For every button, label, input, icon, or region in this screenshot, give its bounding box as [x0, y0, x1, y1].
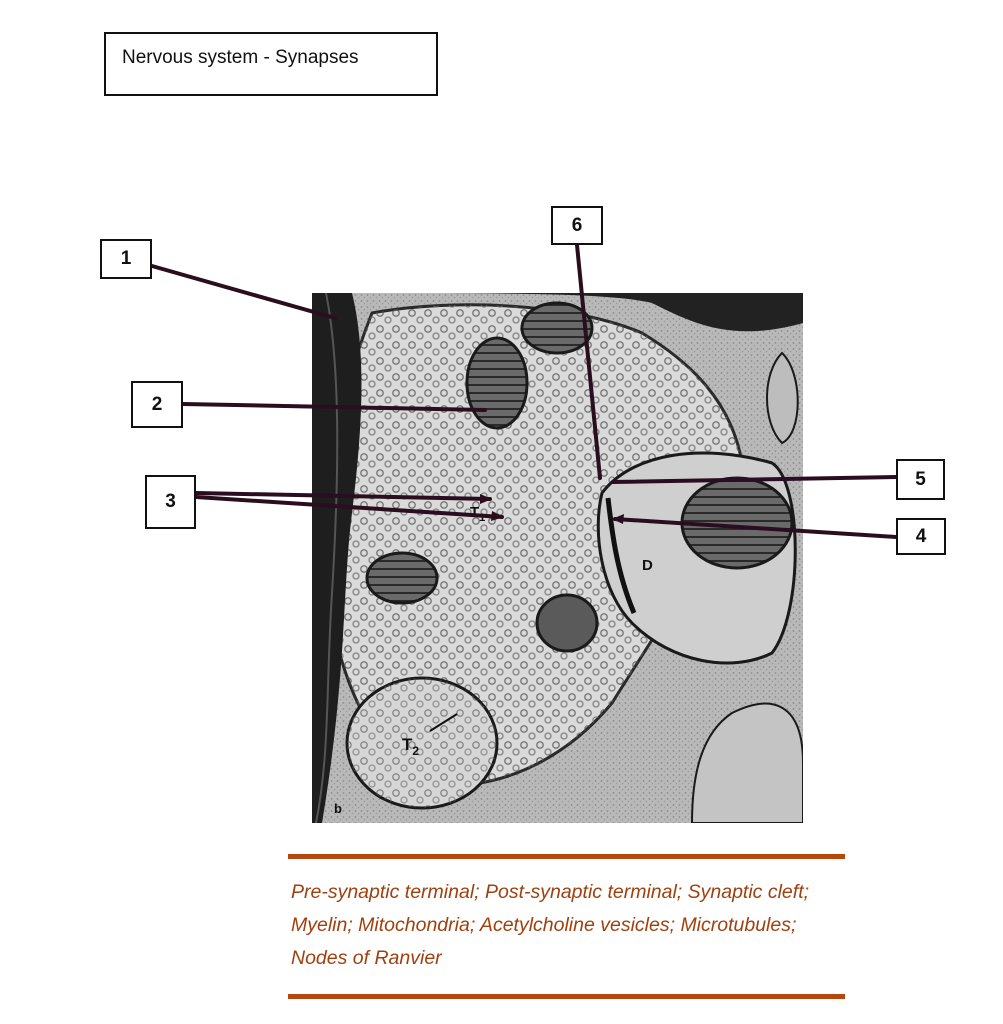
word-bank: Pre-synaptic terminal; Post-synaptic ter… — [291, 881, 810, 969]
label-t1: T1 — [470, 504, 485, 524]
panel-letter: b — [334, 801, 342, 816]
electron-micrograph: T1 D T2 b — [312, 293, 803, 823]
t2-arrow — [429, 713, 458, 732]
label-box-3: 3 — [145, 475, 196, 529]
label-t2: T2 — [402, 735, 419, 758]
page-title: Nervous system - Synapses — [122, 47, 359, 68]
leader-line-1 — [150, 264, 337, 320]
label-d: D — [642, 557, 653, 574]
label-box-4: 4 — [896, 518, 946, 555]
leader-line-3b — [194, 495, 504, 519]
word-bank-top-rule — [288, 854, 845, 859]
label-box-1: 1 — [100, 239, 152, 279]
leader-line-4 — [613, 517, 898, 539]
label-box-5: 5 — [896, 459, 945, 500]
label-t2-sub: 2 — [412, 744, 419, 758]
label-box-6: 6 — [551, 206, 603, 245]
label-t1-sub: 1 — [479, 512, 485, 524]
leader-line-3a — [194, 491, 492, 501]
arrowhead-3b — [491, 511, 504, 521]
label-box-2: 2 — [131, 381, 183, 428]
leader-line-6 — [575, 243, 602, 480]
arrowhead-4 — [612, 514, 624, 524]
title-box: Nervous system - Synapses — [104, 32, 438, 96]
leader-line-5 — [611, 475, 898, 484]
leader-line-2 — [181, 402, 487, 412]
arrowhead-3a — [480, 494, 492, 504]
word-bank-bottom-rule — [288, 994, 845, 999]
